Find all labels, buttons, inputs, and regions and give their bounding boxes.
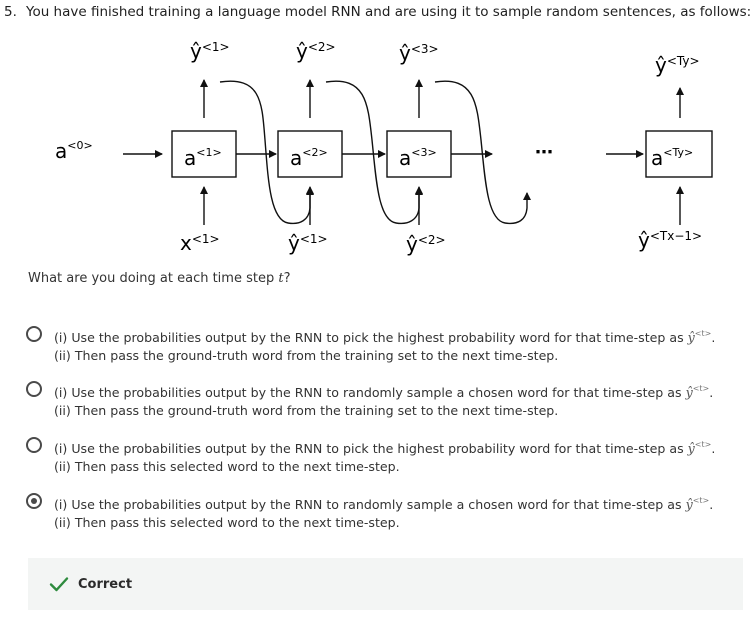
radio-button-1[interactable] [26,326,42,342]
input-label-3: ŷ<2> [406,232,446,256]
ask-variable: t [278,271,284,286]
rnn-cell-1: a<1> [171,130,237,178]
answer-option-3[interactable]: (i) Use the probabilities output by the … [26,436,726,476]
rnn-cell-3: a<3> [386,130,452,178]
question-header: 5. You have finished training a language … [4,4,751,20]
svg-text:a<1>: a<1> [184,146,222,170]
output-label-2: ŷ<2> [296,39,336,63]
feedback-curve-2 [325,80,423,225]
feedback-panel: Correct [28,558,743,610]
radio-button-3[interactable] [26,437,42,453]
question-ask: What are you doing at each time step t? [28,271,291,286]
rnn-sampling-diagram: a<0> ⋯ a<1> a<2> a<3> a<Ty> ŷ<1> ŷ<2> ŷ<… [55,39,713,256]
svg-text:a<Ty>: a<Ty> [651,146,693,170]
answer-text-2: (i) Use the probabilities output by the … [54,384,714,418]
question-prompt: You have finished training a language mo… [26,4,752,20]
radio-button-4-selected[interactable] [26,493,42,509]
feedback-label: Correct [78,576,133,592]
answer-option-4[interactable]: (i) Use the probabilities output by the … [26,492,726,532]
ellipsis: ⋯ [535,142,553,163]
input-label-1: x<1> [180,231,220,255]
radio-button-2[interactable] [26,381,42,397]
svg-text:a<3>: a<3> [399,146,437,170]
feedback-curve-1 [219,80,314,225]
check-icon [49,577,69,592]
answer-text-1: (i) Use the probabilities output by the … [54,329,716,363]
answer-option-1[interactable]: (i) Use the probabilities output by the … [26,325,726,365]
output-label-1: ŷ<1> [190,39,230,63]
label-a0: a<0> [55,139,93,163]
answer-text-3: (i) Use the probabilities output by the … [54,440,716,474]
svg-text:a<2>: a<2> [290,146,328,170]
answer-option-2[interactable]: (i) Use the probabilities output by the … [26,380,726,420]
output-label-ty: ŷ<Ty> [655,53,700,77]
input-label-2: ŷ<1> [288,231,328,255]
input-label-ty: ŷ<Tx−1> [638,228,702,252]
rnn-cell-ty: a<Ty> [645,130,713,178]
answer-text-4: (i) Use the probabilities output by the … [54,496,714,530]
feedback-curve-3 [434,80,531,225]
rnn-cell-2: a<2> [277,130,343,178]
output-label-3: ŷ<3> [399,41,439,65]
question-number: 5. [4,4,17,20]
